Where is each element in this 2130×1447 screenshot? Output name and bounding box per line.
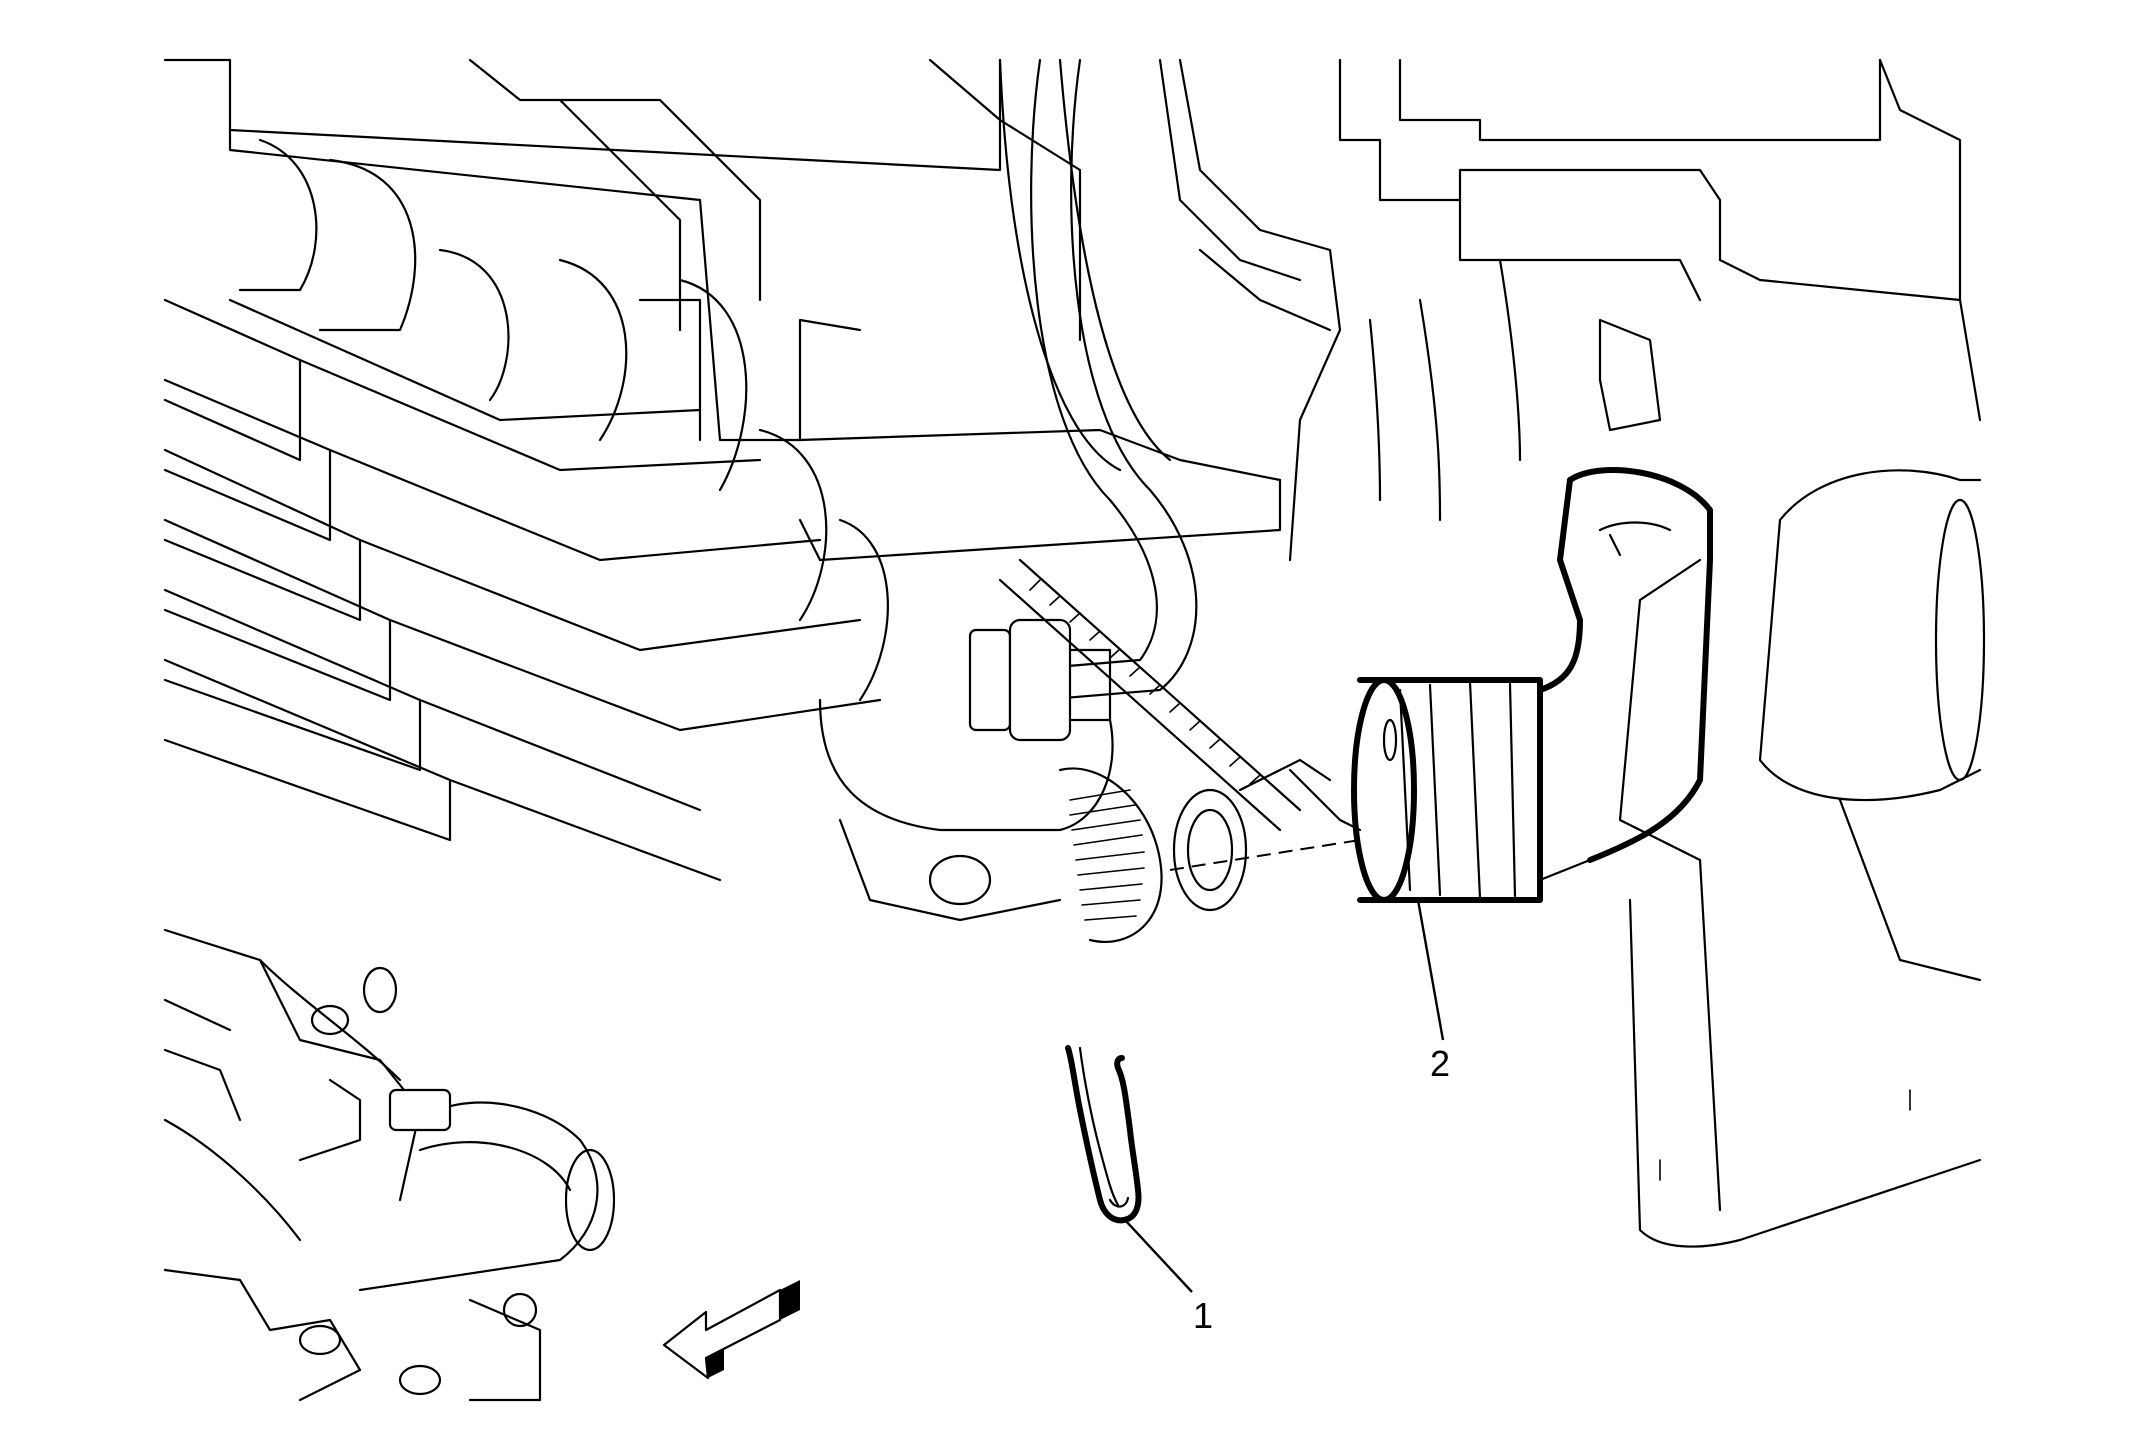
callout-2-label: 2: [1430, 1043, 1451, 1084]
pump-housing: [818, 698, 1362, 943]
part-1-retaining-clip: [1065, 1045, 1142, 1224]
callout-2-leader: [1416, 899, 1445, 1041]
vehicle-structure-artwork: [163, 58, 1986, 1402]
right-tank: [1618, 469, 1986, 1248]
upper-bracket-frame: [163, 58, 1982, 562]
toothed-rail: [998, 558, 1302, 832]
callout-1-leader: [1124, 1219, 1193, 1293]
assembly-guide-line: [1169, 839, 1361, 871]
callout-1-label: 1: [1193, 1295, 1214, 1336]
lower-left-components: [163, 928, 616, 1402]
front-direction-arrow-icon: [662, 1280, 800, 1380]
part-2-hose-connector: [1351, 467, 1713, 903]
cooler-fins: [163, 138, 889, 882]
coolant-pipe: [968, 58, 1198, 742]
